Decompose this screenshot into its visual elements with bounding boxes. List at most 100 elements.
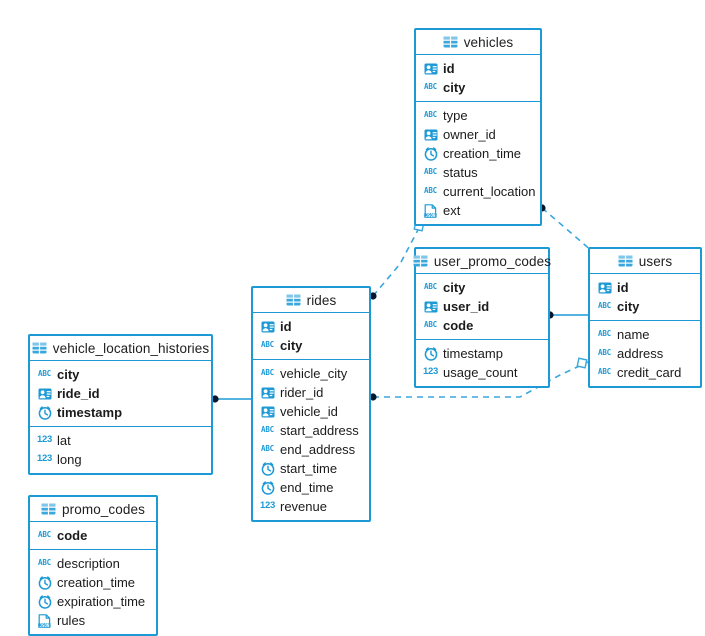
number-icon: 123 (423, 365, 438, 377)
column-name: current_location (443, 184, 536, 199)
uuid-icon (260, 405, 275, 419)
table-header-user_promo_codes[interactable]: user_promo_codes (413, 249, 552, 274)
table-header-rides[interactable]: rides (253, 288, 369, 313)
table-icon (443, 35, 458, 49)
column-name: creation_time (57, 575, 136, 590)
column-name: end_time (280, 480, 334, 495)
column-name: lat (57, 433, 71, 448)
column-name: timestamp (443, 346, 503, 361)
column-row[interactable]: expiration_time (30, 592, 156, 611)
string-icon: ABC (38, 368, 51, 378)
table-title: user_promo_codes (433, 253, 552, 269)
column-row[interactable]: start_time (253, 459, 369, 478)
table-title: vehicles (463, 34, 514, 50)
column-row[interactable]: ride_id (30, 384, 211, 403)
table-icon (413, 254, 428, 268)
column-row[interactable]: timestamp (30, 403, 211, 422)
table-header-vehicles[interactable]: vehicles (416, 30, 540, 55)
relationship-target-square (576, 357, 588, 369)
column-row[interactable]: ABC description (30, 554, 156, 573)
column-name: id (280, 319, 292, 334)
table-header-vehicle_location_histories[interactable]: vehicle_location_histories (30, 336, 211, 361)
timestamp-icon (37, 575, 52, 590)
column-row[interactable]: id (253, 317, 369, 336)
svg-text:JSON: JSON (39, 622, 49, 627)
relationship-user_promo_codes-to-users[interactable] (546, 311, 588, 319)
column-name: city (443, 280, 466, 295)
column-row[interactable]: ABC city (253, 336, 369, 355)
column-row[interactable]: timestamp (416, 344, 548, 363)
column-name: id (617, 280, 629, 295)
column-name: city (280, 338, 303, 353)
uuid-icon (597, 281, 612, 295)
column-name: end_address (280, 442, 356, 457)
svg-text:JSON: JSON (425, 212, 435, 217)
column-row[interactable]: end_time (253, 478, 369, 497)
column-name: code (57, 528, 88, 543)
column-name: city (617, 299, 640, 314)
relationship-line (541, 207, 594, 253)
column-name: city (443, 80, 466, 95)
number-icon: 123 (260, 499, 275, 511)
string-icon: ABC (38, 557, 51, 567)
string-icon: ABC (424, 109, 437, 119)
column-row[interactable]: creation_time (416, 144, 540, 163)
column-name: rules (57, 613, 86, 628)
table-header-users[interactable]: users (590, 249, 700, 274)
column-group-promo_codes: ABC description creation_time expiration_ti… (30, 550, 156, 634)
table-title: promo_codes (62, 501, 145, 517)
column-row[interactable]: id (590, 278, 700, 297)
column-row[interactable]: user_id (416, 297, 548, 316)
relationship-vehicle_location_histories-to-rides[interactable] (211, 395, 251, 403)
column-name: name (617, 327, 650, 342)
column-row[interactable]: id (416, 59, 540, 78)
table-header-promo_codes[interactable]: promo_codes (30, 497, 156, 522)
string-icon: ABC (598, 328, 611, 338)
json-icon: JSON (423, 203, 438, 218)
column-row[interactable]: ABC name (590, 325, 700, 344)
column-row[interactable]: creation_time (30, 573, 156, 592)
string-icon: ABC (424, 319, 437, 329)
column-row[interactable]: rider_id (253, 383, 369, 402)
column-row[interactable]: JSON rules (30, 611, 156, 630)
column-name: vehicle_id (280, 404, 338, 419)
number-icon: 123 (37, 452, 52, 464)
column-name: owner_id (443, 127, 496, 142)
string-icon: ABC (261, 339, 274, 349)
column-name: description (57, 556, 120, 571)
column-row[interactable]: owner_id (416, 125, 540, 144)
column-row[interactable]: vehicle_id (253, 402, 369, 421)
